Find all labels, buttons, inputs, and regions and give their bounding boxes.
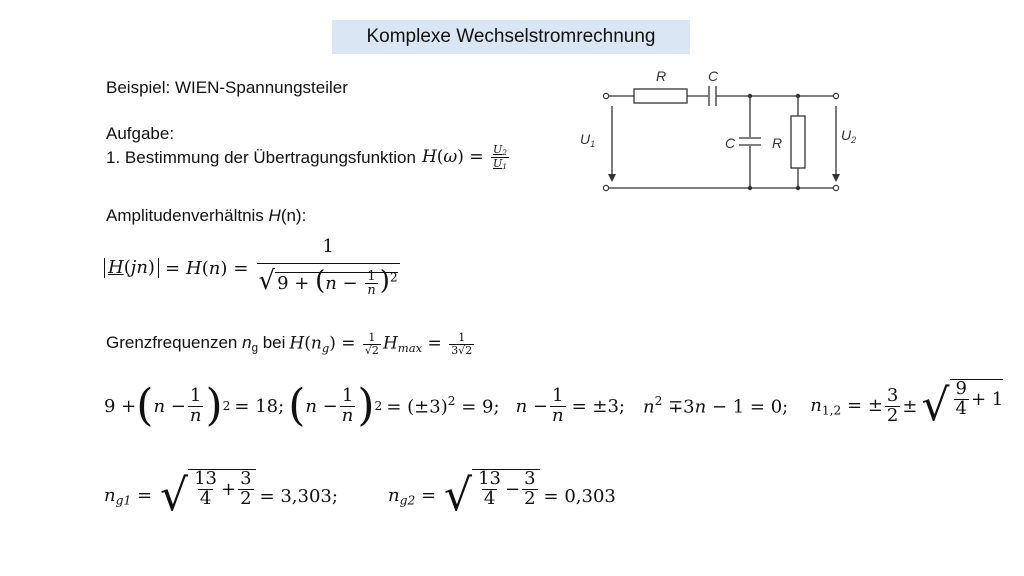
terminal-in-bottom bbox=[602, 184, 610, 192]
terminal-in-top bbox=[602, 92, 610, 100]
junction-top-r bbox=[795, 93, 801, 99]
terminal-out-top bbox=[832, 92, 840, 100]
label-series-r: R bbox=[656, 68, 666, 84]
u2-arrow-head bbox=[832, 174, 840, 182]
slide-title-text: Komplexe Wechselstromrechnung bbox=[366, 26, 656, 47]
label-parallel-c: C bbox=[725, 135, 736, 151]
junction-bottom-r bbox=[795, 185, 801, 191]
ng1-value: = 3,303; bbox=[259, 485, 338, 507]
u1-arrow-head bbox=[608, 174, 616, 182]
junction-bottom-c bbox=[747, 185, 753, 191]
ng2-value: = 0,303 bbox=[543, 485, 616, 507]
task-item-text: 1. Bestimmung der Übertragungsfunktion bbox=[106, 147, 416, 167]
label-parallel-r: R bbox=[772, 135, 782, 151]
label-u1: U1 bbox=[580, 131, 595, 149]
task-label: Aufgabe: bbox=[106, 124, 175, 143]
limit-frequency-label: Grenzfrequenzen ng bei bbox=[106, 333, 286, 355]
slide-title: Komplexe Wechselstromrechnung bbox=[332, 20, 690, 54]
parallel-resistor bbox=[790, 115, 806, 169]
junction-top-c bbox=[747, 93, 753, 99]
label-series-c: C bbox=[708, 68, 719, 84]
terminal-out-bottom bbox=[832, 184, 840, 192]
series-resistor bbox=[633, 88, 688, 104]
example-heading: Beispiel: WIEN-Spannungsteiler bbox=[106, 78, 348, 97]
amplitude-label: Amplitudenverhältnis H(n): bbox=[106, 206, 307, 225]
task-item-row: 1. Bestimmung der Übertragungsfunktion H… bbox=[106, 144, 511, 171]
label-u2: U2 bbox=[841, 127, 856, 145]
wien-circuit-diagram: R C C R U1 U2 bbox=[580, 68, 856, 192]
